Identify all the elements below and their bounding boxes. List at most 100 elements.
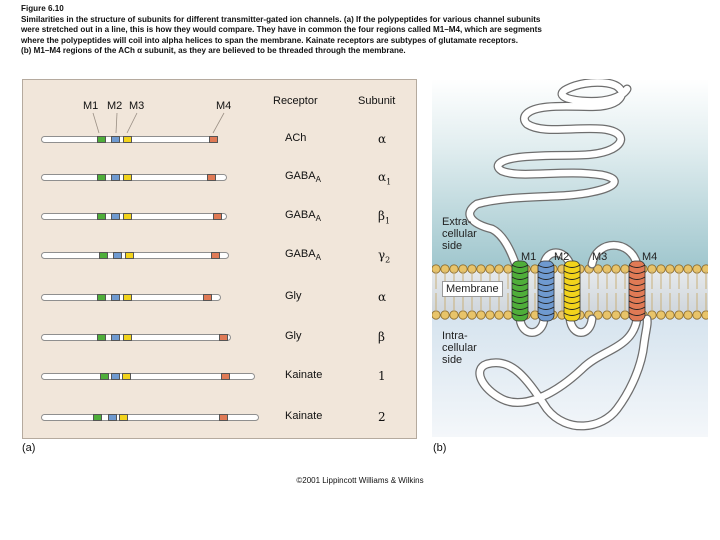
m3-helix xyxy=(563,260,581,322)
m4-segment xyxy=(219,414,228,421)
subunit-name: β xyxy=(378,330,385,344)
helix-label-m4: M4 xyxy=(642,251,658,263)
m3-segment xyxy=(119,414,128,421)
header-m1: M1 xyxy=(83,100,99,112)
subunit-name: α1 xyxy=(378,170,392,187)
helix-label-m2: M2 xyxy=(554,251,570,263)
lipid-head xyxy=(449,310,459,320)
m4-segment xyxy=(211,252,220,259)
m2-segment xyxy=(111,213,120,220)
lipid-head xyxy=(656,310,666,320)
lipid-head xyxy=(458,310,468,320)
receptor-name: Gly xyxy=(285,330,302,342)
m3-segment xyxy=(122,373,131,380)
caption-line: Similarities in the structure of subunit… xyxy=(21,14,541,24)
m2-segment xyxy=(111,174,120,181)
subunit-name: γ2 xyxy=(378,248,391,265)
receptor-name: GABAA xyxy=(285,248,321,263)
receptor-name: GABAA xyxy=(285,170,321,185)
m1-segment xyxy=(97,174,106,181)
helix-label-m3: M3 xyxy=(592,251,608,263)
header-m3: M3 xyxy=(129,100,145,112)
caption-line: where the polypeptides will coil into al… xyxy=(21,35,518,45)
m2-segment xyxy=(111,334,120,341)
m2-segment xyxy=(108,414,117,421)
lipid-head xyxy=(440,310,450,320)
extracellular-label: Extra- cellular side xyxy=(442,216,477,252)
m3-segment xyxy=(125,252,134,259)
lipid-head xyxy=(701,264,708,274)
m3-segment xyxy=(123,136,132,143)
subunit-row: ACh α xyxy=(23,132,416,152)
lipid-head xyxy=(701,310,708,320)
polypeptide-bar xyxy=(41,334,231,341)
receptor-name: Kainate xyxy=(285,369,323,381)
panel-a-label: (a) xyxy=(22,442,36,454)
caption-line: Figure 6.10 xyxy=(21,4,64,13)
receptor-name: Gly xyxy=(285,290,302,302)
m3-segment xyxy=(123,174,132,181)
m2-segment xyxy=(111,373,120,380)
subunit-row: Kainate 2 xyxy=(23,410,416,430)
membrane-diagram xyxy=(432,79,708,437)
panel-b-label: (b) xyxy=(433,442,447,454)
subunit-row: GABAA γ2 xyxy=(23,248,416,268)
header-m2: M2 xyxy=(107,100,123,112)
lipid-head xyxy=(485,310,495,320)
lipid-head xyxy=(683,310,693,320)
caption-line: (b) M1–M4 regions of the ACh α subunit, … xyxy=(21,46,406,56)
membrane-label: Membrane xyxy=(442,281,503,297)
subunit-name: α xyxy=(378,132,387,146)
subunit-name: 2 xyxy=(378,410,386,424)
m2-segment xyxy=(113,252,122,259)
panel-a: M1 M2 M3 M4 Receptor Subunit ACh α GABAA… xyxy=(22,79,417,439)
subunit-row: GABAA α1 xyxy=(23,170,416,190)
caption-line: were stretched out in a line, this is ho… xyxy=(21,25,542,35)
m1-segment xyxy=(97,213,106,220)
polypeptide-bar xyxy=(41,174,227,181)
m3-segment xyxy=(123,334,132,341)
lipid-head xyxy=(494,310,504,320)
subunit-name: α xyxy=(378,290,387,304)
m2-segment xyxy=(111,136,120,143)
header-m4: M4 xyxy=(216,100,232,112)
receptor-name: GABAA xyxy=(285,209,321,224)
copyright-notice: ©2001 Lippincott Williams & Wilkins xyxy=(296,476,424,485)
subunit-row: GABAA β1 xyxy=(23,209,416,229)
lipid-head xyxy=(611,310,621,320)
polypeptide-bar xyxy=(41,252,229,259)
m1-segment xyxy=(97,334,106,341)
m1-segment xyxy=(99,252,108,259)
subunit-row: Gly α xyxy=(23,290,416,310)
m4-segment xyxy=(213,213,222,220)
m2-segment xyxy=(111,294,120,301)
m4-helix xyxy=(628,260,646,322)
lipid-head xyxy=(692,310,702,320)
m3-segment xyxy=(123,213,132,220)
header-receptor: Receptor xyxy=(273,95,318,107)
lipid-head xyxy=(665,310,675,320)
subunit-row: Kainate 1 xyxy=(23,369,416,389)
m3-segment xyxy=(123,294,132,301)
m4-segment xyxy=(203,294,212,301)
m1-segment xyxy=(100,373,109,380)
helix-label-m1: M1 xyxy=(521,251,537,263)
subunit-name: β1 xyxy=(378,209,391,226)
polypeptide-bar xyxy=(41,213,227,220)
lipid-head xyxy=(503,310,513,320)
panel-b: Extra- cellular side Intra- cellular sid… xyxy=(432,79,708,437)
m1-segment xyxy=(97,136,106,143)
polypeptide-bar xyxy=(41,414,259,421)
polypeptide-bar xyxy=(41,373,255,380)
intracellular-label: Intra- cellular side xyxy=(442,330,477,366)
lipid-head xyxy=(467,310,477,320)
receptor-name: Kainate xyxy=(285,410,323,422)
subunit-row: Gly β xyxy=(23,330,416,350)
header-subunit: Subunit xyxy=(358,95,396,107)
lipid-head xyxy=(476,310,486,320)
m2-helix xyxy=(537,260,555,322)
lipid-head xyxy=(620,310,630,320)
subunit-name: 1 xyxy=(378,369,386,383)
figure-caption: Figure 6.10 Similarities in the structur… xyxy=(21,4,681,57)
m1-segment xyxy=(97,294,106,301)
